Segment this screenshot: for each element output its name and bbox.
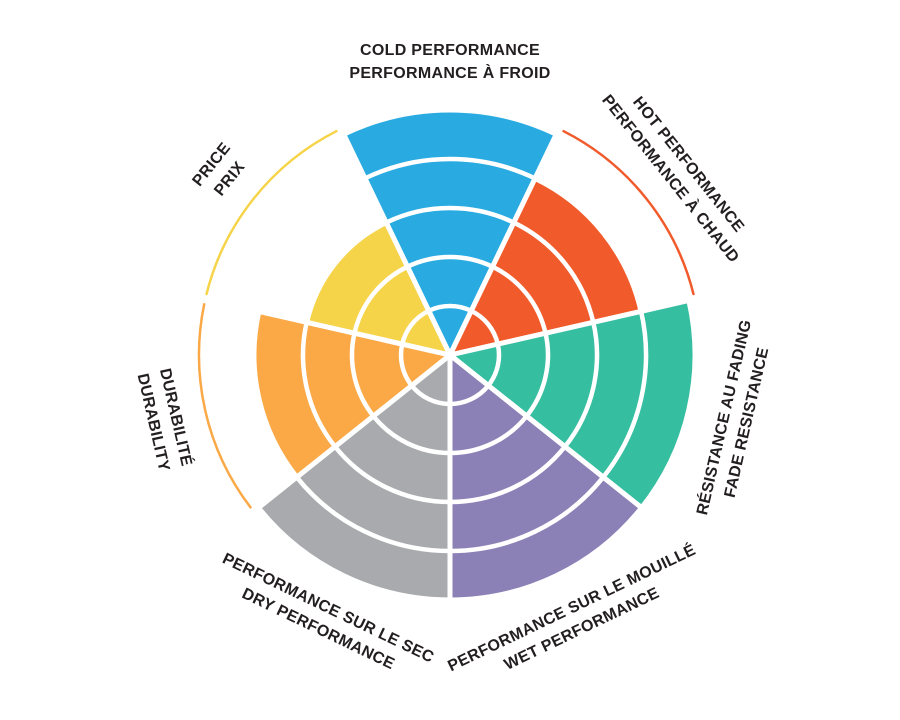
sector-hot-performance (447, 129, 695, 358)
ring-separator (333, 445, 451, 505)
ring-separator (385, 205, 515, 225)
sector-wedge (255, 352, 453, 603)
ring-separator (563, 321, 600, 449)
ring-separator (449, 414, 529, 456)
sector-cold-performance (341, 107, 559, 358)
ring-separator (363, 156, 537, 181)
ring-separator (295, 475, 451, 554)
ring-separator (512, 220, 596, 323)
ring-separator (524, 332, 551, 418)
max-scale-arc (205, 129, 338, 296)
sector-fade-resistance (447, 297, 698, 511)
max-scale-arc (197, 303, 252, 509)
ring-separator (601, 310, 649, 479)
ring-separator (352, 264, 409, 334)
ring-separator (449, 445, 567, 505)
max-scale-arc (562, 129, 695, 296)
ring-separator (486, 343, 502, 387)
ring-separator (470, 308, 500, 345)
sector-wedge (447, 175, 644, 358)
ring-separator (409, 384, 451, 407)
ring-separator (371, 414, 451, 456)
ring-separator (300, 321, 337, 449)
ring-separator (398, 343, 414, 387)
sector-price (205, 129, 453, 358)
sector-wedge (447, 297, 698, 511)
sector-durability (197, 303, 453, 509)
ring-separator (427, 303, 473, 313)
sector-wedge (341, 107, 559, 358)
ring-separator (406, 254, 494, 269)
sector-wedge (447, 352, 645, 603)
sector-wet-performance (447, 352, 645, 603)
ring-separator (449, 384, 491, 407)
ring-separator (491, 264, 548, 334)
ring-separator (400, 308, 430, 345)
ring-separator (349, 332, 376, 418)
sector-dry-performance (255, 352, 453, 603)
ring-separator (449, 475, 605, 554)
